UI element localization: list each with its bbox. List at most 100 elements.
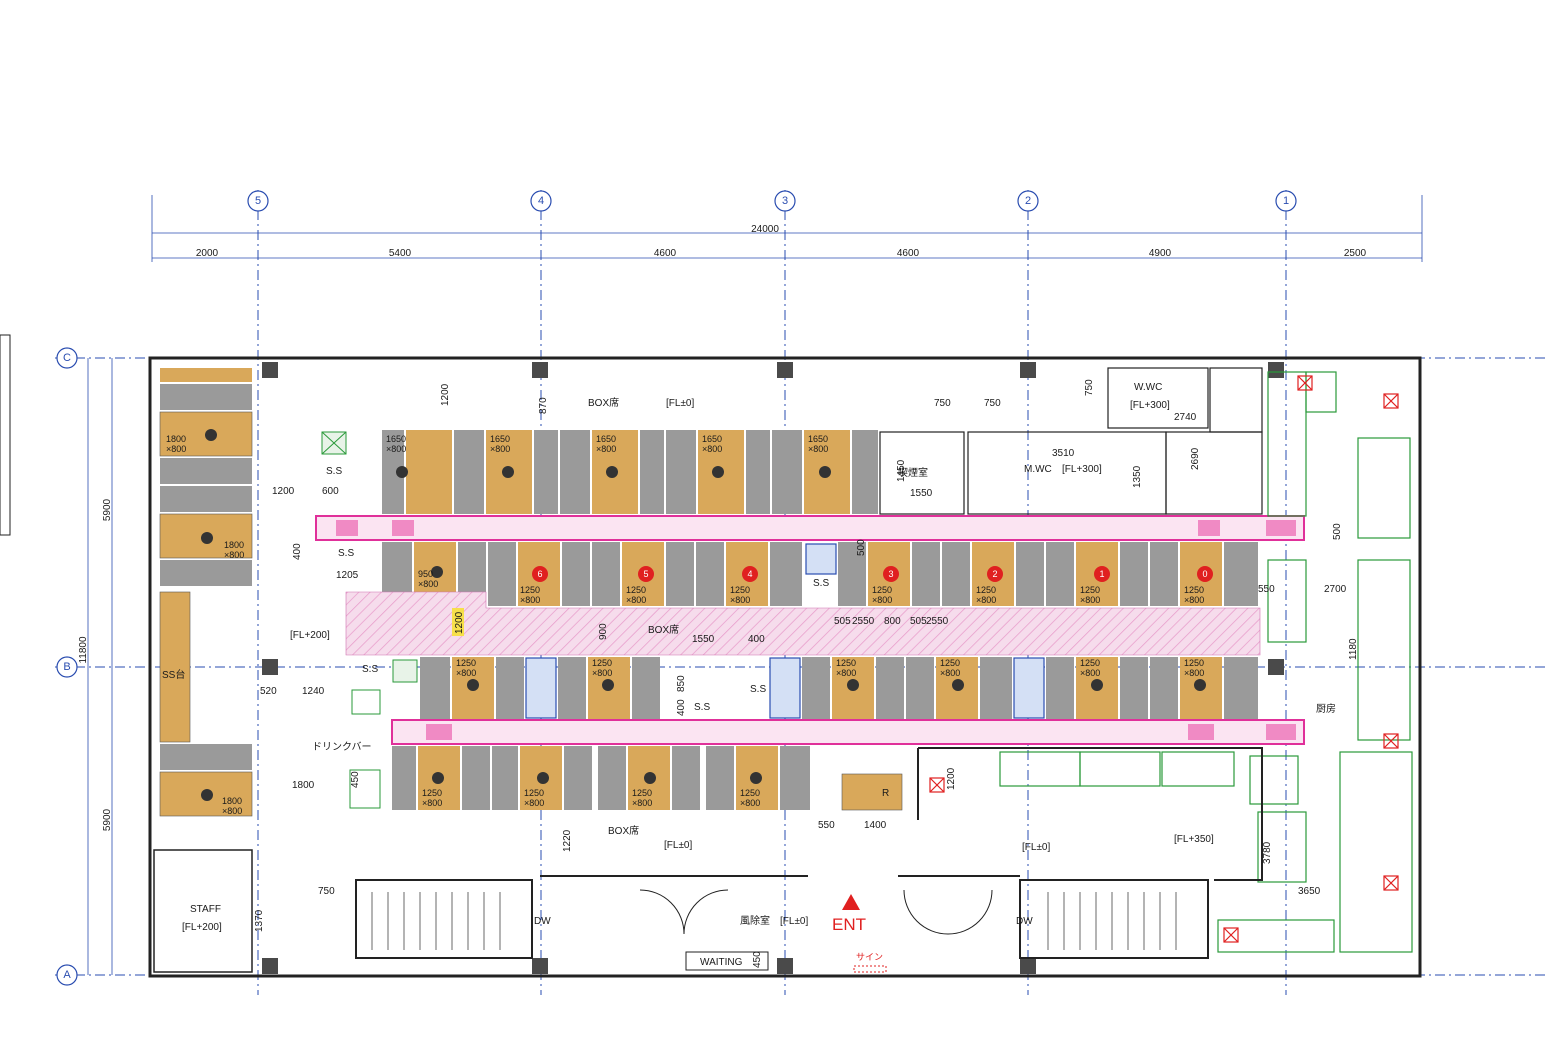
dim-label: 400 xyxy=(748,634,765,645)
floor-level-bottom: [FL±0] xyxy=(664,840,692,851)
seat-number: 6 xyxy=(537,569,542,579)
dim-label: 750 xyxy=(934,398,951,409)
seat-size-label: 1250×800 xyxy=(1184,658,1204,678)
drink-unit xyxy=(351,689,381,715)
red-cross-markers xyxy=(929,375,1399,943)
bottom-booth-row xyxy=(392,746,810,810)
dim-span: 4600 xyxy=(897,248,920,259)
left-dimensions xyxy=(87,358,113,975)
stair-treads xyxy=(371,892,1177,950)
dim-label: 1350 xyxy=(1132,465,1143,488)
dim-label: 3780 xyxy=(1262,841,1273,864)
grid-bubble-row-b: B xyxy=(56,656,78,678)
dim-label: 2550 xyxy=(852,616,875,627)
dim-label: 2740 xyxy=(1174,412,1197,423)
dim-label: 1200 xyxy=(272,486,295,497)
dim-label: 850 xyxy=(676,675,687,692)
seat-size-label: 1650×800 xyxy=(490,434,510,454)
dw-label: DW xyxy=(534,916,551,927)
womens-wc-floor-level: [FL+300] xyxy=(1130,400,1170,411)
dim-span: 2500 xyxy=(1344,248,1367,259)
restroom-block xyxy=(879,367,1263,515)
vestibule-label: 風除室 xyxy=(740,914,770,927)
dim-label: 1200 xyxy=(454,611,465,634)
ss-label: S.S xyxy=(750,684,766,695)
lane-seat-row-top xyxy=(382,542,1258,606)
box-seat-label-bottom: BOX席 xyxy=(608,824,639,837)
grid-bubble-col-3: 3 xyxy=(774,190,796,212)
stair-left xyxy=(355,879,533,959)
seat-size-label: 1250×800 xyxy=(524,788,544,808)
dim-vertical-total: 11800 xyxy=(78,636,89,664)
floor-level-top: [FL±0] xyxy=(666,398,694,409)
dim-label: 1450 xyxy=(896,459,907,482)
lane-stop-marker xyxy=(1188,724,1214,740)
ss-label: S.S xyxy=(362,664,378,675)
dim-label: 450 xyxy=(350,771,361,788)
booth-size-label: 1800×800 xyxy=(166,434,186,454)
svg-text:1: 1 xyxy=(1283,195,1289,207)
dim-span: 4600 xyxy=(654,248,677,259)
dim-label: 1180 xyxy=(1348,638,1359,660)
sign-label: サイン xyxy=(856,952,883,962)
dim-label: 500 xyxy=(1332,523,1343,540)
dim-label: 505 xyxy=(910,616,927,627)
dim-label: 870 xyxy=(538,397,549,414)
dim-vertical-span: 5900 xyxy=(102,808,113,831)
dim-label: 1370 xyxy=(254,909,265,932)
structural-columns xyxy=(262,362,1284,974)
dim-label: 2690 xyxy=(1190,447,1201,470)
dim-vertical-span: 5900 xyxy=(102,498,113,521)
drink-bar-unit xyxy=(349,769,381,809)
lane-stop-marker xyxy=(1266,520,1296,536)
svg-text:4: 4 xyxy=(538,195,544,207)
grid-bubble-col-5: 5 xyxy=(247,190,269,212)
back-area-floor-level: [FL±0] xyxy=(1022,842,1050,853)
dim-label: 600 xyxy=(322,486,339,497)
grid-bubble-col-1: 1 xyxy=(1275,190,1297,212)
mens-wc-label: M.WC xyxy=(1024,464,1052,475)
seat-size-label: 1250×800 xyxy=(592,658,612,678)
dim-label: 1550 xyxy=(910,488,933,499)
dim-span: 4900 xyxy=(1149,248,1172,259)
dim-label: 1220 xyxy=(562,829,573,852)
booth-size-label: 1800×800 xyxy=(222,796,242,816)
dim-label: 750 xyxy=(984,398,1001,409)
seat-size-label: 1650×800 xyxy=(808,434,828,454)
svg-text:3: 3 xyxy=(782,195,788,207)
ss-unit xyxy=(392,659,418,683)
svg-text:2: 2 xyxy=(1025,195,1031,207)
stair-right xyxy=(1019,879,1209,959)
seat-size-label: 1250×800 xyxy=(626,585,646,605)
smoking-room-label: 喫煙室 xyxy=(898,466,928,479)
seat-number: 4 xyxy=(747,569,752,579)
womens-wc-label: W.WC xyxy=(1134,382,1162,393)
seat-number: 3 xyxy=(888,569,893,579)
dim-label: 2700 xyxy=(1324,584,1347,595)
dim-label: 800 xyxy=(884,616,901,627)
register-counter xyxy=(841,773,903,811)
central-aisle xyxy=(345,591,1261,656)
kitchen-label: 厨房 xyxy=(1316,702,1336,715)
grid-bubble-row-c: C xyxy=(56,347,78,369)
dim-label: 500 xyxy=(856,539,867,556)
dim-label: 750 xyxy=(318,886,335,897)
vestibule-floor-level: [FL±0] xyxy=(780,916,808,927)
dim-label: 1550 xyxy=(692,634,715,645)
lane-stop-marker xyxy=(392,520,414,536)
floor-level-left: [FL+200] xyxy=(290,630,330,641)
margin-bracket xyxy=(0,334,11,536)
seat-size-label: 1250×800 xyxy=(520,585,540,605)
dim-label: 1200 xyxy=(946,767,957,790)
svg-text:A: A xyxy=(63,969,71,981)
grid-bubble-col-2: 2 xyxy=(1017,190,1039,212)
staff-label: STAFF xyxy=(190,904,221,915)
booth-size-label: 1800×800 xyxy=(224,540,244,560)
dim-label: 1200 xyxy=(440,383,451,406)
dim-label: 900 xyxy=(598,623,609,640)
seat-size-label: 1250×800 xyxy=(976,585,996,605)
seat-number: 1 xyxy=(1099,569,1104,579)
seat-number: 5 xyxy=(643,569,648,579)
seat-size-label: 1250×800 xyxy=(1080,658,1100,678)
waiting-bench xyxy=(685,951,769,971)
